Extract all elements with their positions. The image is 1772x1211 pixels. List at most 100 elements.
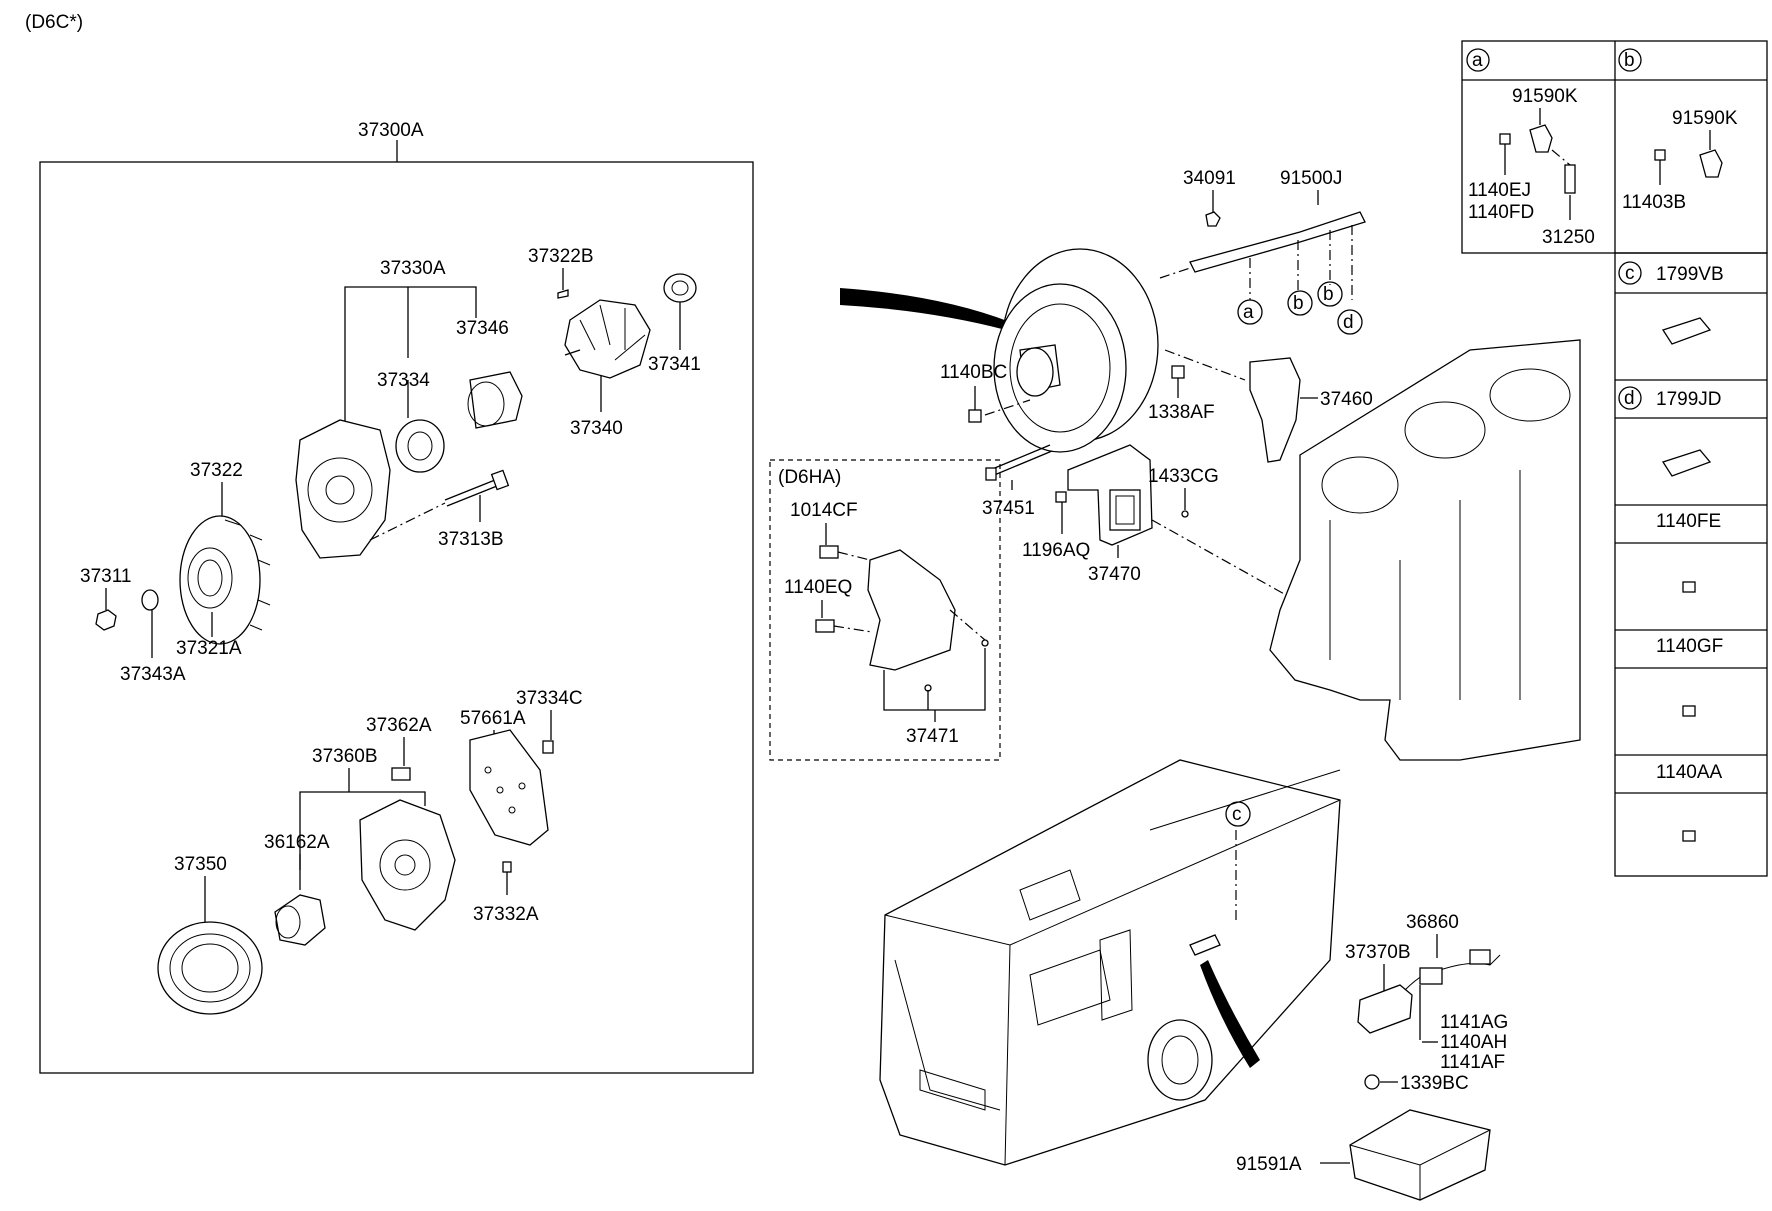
label-37334C[interactable]: 37334C [516,688,583,709]
legend-1140AA[interactable]: 1140AA [1656,762,1723,783]
label-91591A[interactable]: 91591A [1236,1154,1302,1175]
callout-c[interactable]: c [1225,801,1251,827]
pointer-arrow-main [840,288,1010,330]
bolt-1140GF [1682,705,1696,717]
key-part [557,289,569,299]
label-1014CF[interactable]: 1014CF [790,500,858,521]
sensor-part [391,767,411,781]
label-1339BC[interactable]: 1339BC [1400,1073,1469,1094]
legend-letter-c: c [1625,263,1635,284]
legend-b-91590K[interactable]: 91590K [1672,108,1738,129]
pin-1433CG [1181,510,1189,518]
label-37313B[interactable]: 37313B [438,529,504,550]
legend-a-31250[interactable]: 31250 [1542,227,1595,248]
bushing-part: 36162A [264,832,330,946]
callout-d[interactable]: d [1337,309,1363,335]
clip-part-b [1699,149,1723,178]
bolt-1140FE [1682,581,1696,593]
label-37334[interactable]: 37334 [377,370,430,391]
legend-1140FE[interactable]: 1140FE [1656,511,1721,532]
label-1433CG[interactable]: 1433CG [1148,466,1219,487]
label-1140BC[interactable]: 1140BC [940,362,1007,383]
label-37330A[interactable]: 37330A [380,258,446,279]
legend-letter-a: a [1472,50,1483,71]
label-37362A[interactable]: 37362A [366,715,432,736]
clamp-part-c [1661,317,1712,345]
legend-cell-c: c 1799VB [1618,261,1724,345]
legend-b-11403B[interactable]: 11403B [1622,192,1686,213]
bolt-part: 37332A [473,861,539,925]
label-1140AH[interactable]: 1140AH [1440,1032,1507,1053]
bearing-part [395,419,445,473]
bracket-37460 [1249,357,1301,463]
label-37300A[interactable]: 37300A [358,120,424,141]
legend-letter-b: b [1624,50,1635,71]
label-1338AF[interactable]: 1338AF [1148,402,1215,423]
legend-d-1799JD[interactable]: 1799JD [1656,389,1722,410]
connector-part [1419,967,1443,985]
label-37340[interactable]: 37340 [570,418,623,439]
svg-text:b: b [1323,284,1334,305]
label-1140EQ[interactable]: 1140EQ [784,577,852,598]
label-1196AQ[interactable]: 1196AQ [1022,540,1090,561]
spacer-part [467,371,523,429]
bracket-37471 [867,549,956,671]
legend-a-1140EJ[interactable]: 1140EJ [1468,180,1531,201]
bolt-1140BC [968,409,982,423]
callout-b1[interactable]: b [1287,290,1313,316]
harness-part [1189,211,1366,273]
label-1141AF[interactable]: 1141AF [1440,1052,1505,1073]
label-1141AG[interactable]: 1141AG [1440,1012,1508,1033]
legend-cell-b: b 91590K 11403B [1618,48,1738,213]
legend-1140GF[interactable]: 1140GF [1656,636,1723,657]
label-37451[interactable]: 37451 [982,498,1035,519]
label-37311[interactable]: 37311 [80,566,131,587]
mount-37470 [1067,444,1153,546]
through-bolt-part [369,469,510,541]
pointer-arrow-bus [1200,960,1260,1068]
label-37322[interactable]: 37322 [190,460,243,481]
callout-a[interactable]: a [1237,299,1263,325]
nut-34091 [1205,211,1221,227]
connector-part-2 [1469,949,1491,965]
fan-pulley-part: 37322 37321A [176,460,271,659]
alternator-assembly-box: 37300A [39,120,754,1074]
rear-housing-part [359,799,456,931]
legend-cell-d: d 1799JD [1618,386,1722,477]
bolt-1140AA [1682,830,1696,842]
group-37330A: 37330A [344,258,477,430]
screw-part [542,740,554,754]
clip-part-a [1529,124,1553,153]
bolt-1196AQ [1055,491,1067,503]
label-37341[interactable]: 37341 [648,354,701,375]
label-36162A[interactable]: 36162A [264,832,330,853]
label-37470[interactable]: 37470 [1088,564,1141,585]
label-91500J[interactable]: 91500J [1280,168,1342,189]
label-37332A[interactable]: 37332A [473,904,539,925]
legend-letter-d: d [1624,388,1635,409]
label-d6ha: (D6HA) [778,467,841,488]
nut-part: 37311 [80,566,131,631]
callout-b2[interactable]: b [1317,281,1343,307]
label-37460[interactable]: 37460 [1320,389,1373,410]
label-36860[interactable]: 36860 [1406,912,1459,933]
label-37346[interactable]: 37346 [456,318,509,339]
label-34091[interactable]: 34091 [1183,168,1236,189]
legend-a-91590K[interactable]: 91590K [1512,86,1578,107]
label-57661A[interactable]: 57661A [460,708,526,729]
label-37322B[interactable]: 37322B [528,246,594,267]
legend-c-1799VB[interactable]: 1799VB [1656,264,1724,285]
label-37471[interactable]: 37471 [906,726,959,747]
label-37350[interactable]: 37350 [174,854,227,875]
label-37370B[interactable]: 37370B [1345,942,1411,963]
label-37360B[interactable]: 37360B [312,746,378,767]
nut-1338AF [1171,365,1185,379]
label-37321A[interactable]: 37321A [176,638,242,659]
rear-bearing-part [663,273,697,303]
label-37343A[interactable]: 37343A [120,664,186,685]
legend-a-1140FD[interactable]: 1140FD [1468,202,1534,223]
svg-text:c: c [1232,804,1242,825]
variant-label: (D6C*) [25,12,83,33]
d6ha-box: (D6HA) [769,459,1001,761]
